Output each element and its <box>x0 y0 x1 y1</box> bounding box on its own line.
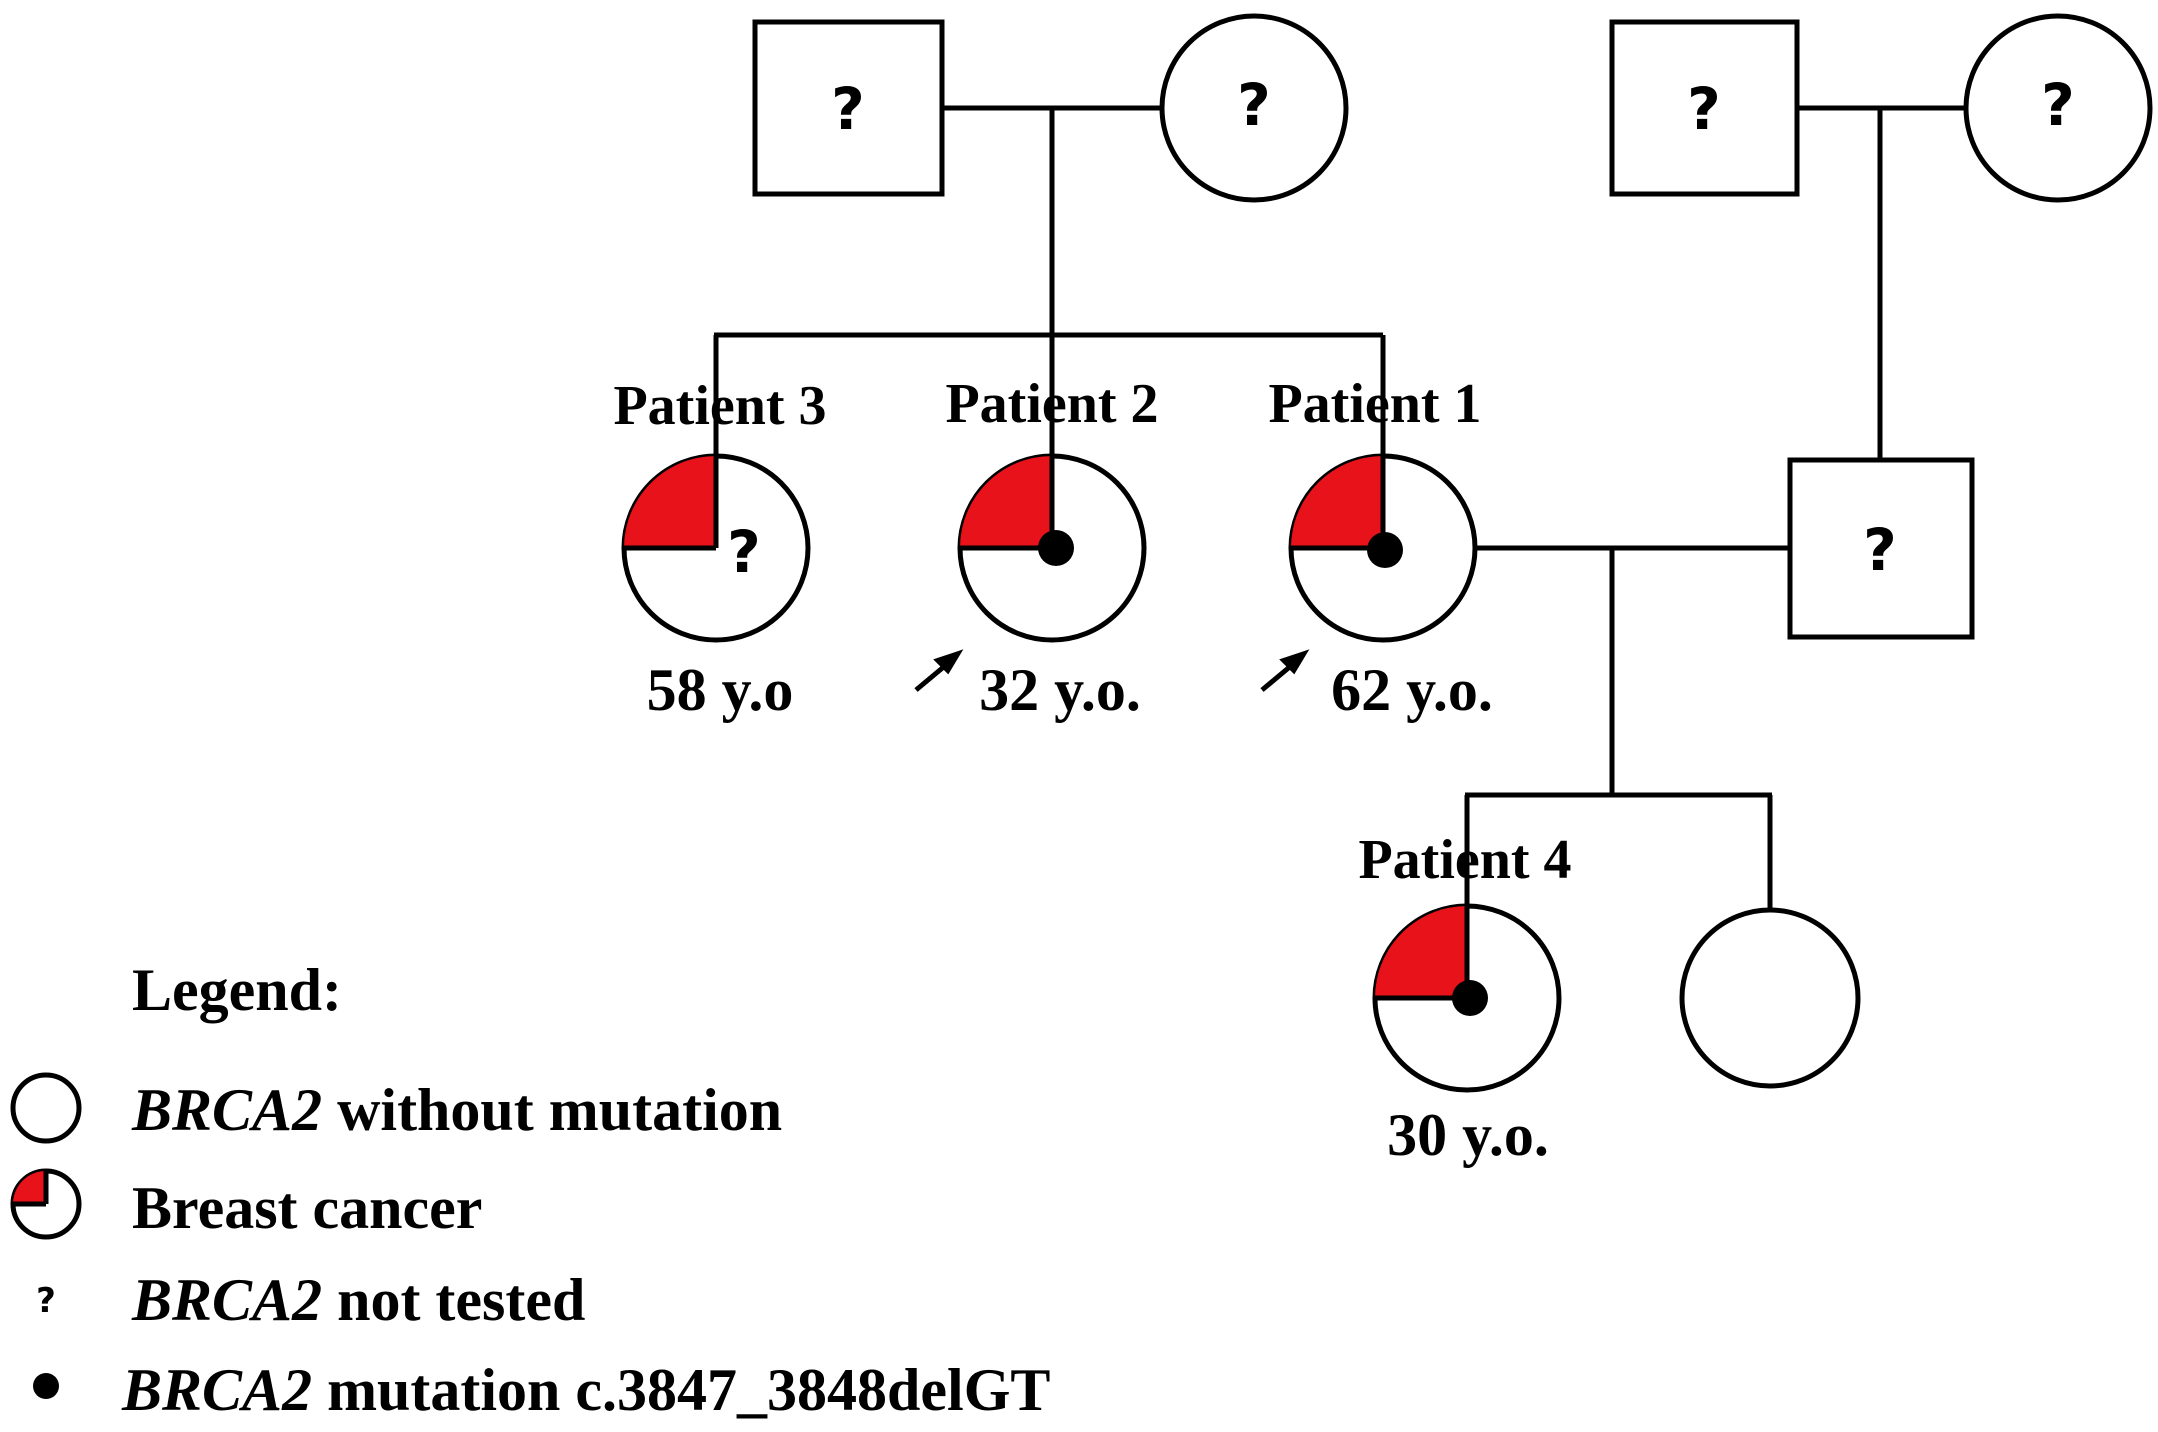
not-tested-mark: ? <box>1863 516 1897 584</box>
husband-of-patient-1: ? <box>1787 457 1975 640</box>
legend-mutation-dot-icon <box>33 1373 59 1399</box>
svg-text:BRCA2 mutation c.3847_3848delG: BRCA2 mutation c.3847_3848delGT <box>121 1357 1050 1423</box>
mutation-dot <box>1367 532 1403 568</box>
legend-text: not tested <box>322 1267 585 1333</box>
grandfather-left: ? <box>752 19 945 197</box>
legend-text: Breast cancer <box>132 1175 482 1241</box>
proband-arrow-patient-1 <box>1260 649 1310 692</box>
grandmother-right: ? <box>1963 13 2153 203</box>
legend-affected-quadrant <box>13 1171 46 1204</box>
grandmother-left: ? <box>1159 13 1349 203</box>
gene-name: BRCA2 <box>131 1267 322 1333</box>
legend-empty-circle-icon <box>10 1072 82 1144</box>
legend-item-not-tested: ? BRCA2 not tested <box>36 1267 585 1333</box>
legend-item-breast-cancer: Breast cancer <box>10 1168 482 1241</box>
legend-item-mutation: BRCA2 mutation c.3847_3848delGT <box>33 1357 1050 1423</box>
gene-name: BRCA2 <box>131 1077 322 1143</box>
not-tested-mark: ? <box>727 518 761 586</box>
patient-3-age: 58 y.o <box>647 657 794 723</box>
sister-of-patient-4 <box>1679 907 1861 1089</box>
grandfather-right: ? <box>1609 19 1800 197</box>
breast-cancer-quadrant <box>624 456 716 548</box>
patient-1-age: 62 y.o. <box>1331 657 1493 723</box>
legend-text: without mutation <box>322 1077 782 1143</box>
patient-4-symbol <box>1372 903 1562 1093</box>
patient-3-symbol: ? <box>621 453 811 643</box>
patient-4-age: 30 y.o. <box>1387 1102 1549 1168</box>
breast-cancer-quadrant <box>960 456 1052 548</box>
not-tested-mark: ? <box>1687 75 1721 143</box>
mutation-dot <box>1038 530 1074 566</box>
patient-2-symbol <box>957 453 1147 643</box>
legend-text: mutation c.3847_3848delGT <box>312 1357 1050 1423</box>
not-tested-mark: ? <box>831 75 865 143</box>
legend-item-no-mutation: BRCA2 without mutation <box>10 1072 782 1144</box>
svg-text:BRCA2 not tested: BRCA2 not tested <box>131 1267 585 1333</box>
proband-arrow-patient-2 <box>914 649 964 692</box>
patient-2-label: Patient 2 <box>945 373 1158 435</box>
breast-cancer-quadrant <box>1375 906 1467 998</box>
patient-3-label: Patient 3 <box>613 375 826 437</box>
patient-2-age: 32 y.o. <box>979 657 1141 723</box>
patient-1-symbol <box>1288 453 1478 643</box>
mutation-dot <box>1452 980 1488 1016</box>
svg-text:BRCA2 without mutation: BRCA2 without mutation <box>131 1077 782 1143</box>
relationship-lines <box>713 105 1966 998</box>
not-tested-mark: ? <box>2041 71 2075 139</box>
not-tested-mark: ? <box>1237 71 1271 139</box>
legend-question-icon: ? <box>36 1281 56 1321</box>
breast-cancer-quadrant <box>1291 456 1383 548</box>
gene-name: BRCA2 <box>121 1357 312 1423</box>
patient-1-label: Patient 1 <box>1268 373 1481 435</box>
patient-4-label: Patient 4 <box>1358 829 1571 891</box>
legend: Legend: BRCA2 without mutation Breast ca… <box>10 957 1050 1423</box>
legend-title: Legend: <box>132 957 342 1023</box>
